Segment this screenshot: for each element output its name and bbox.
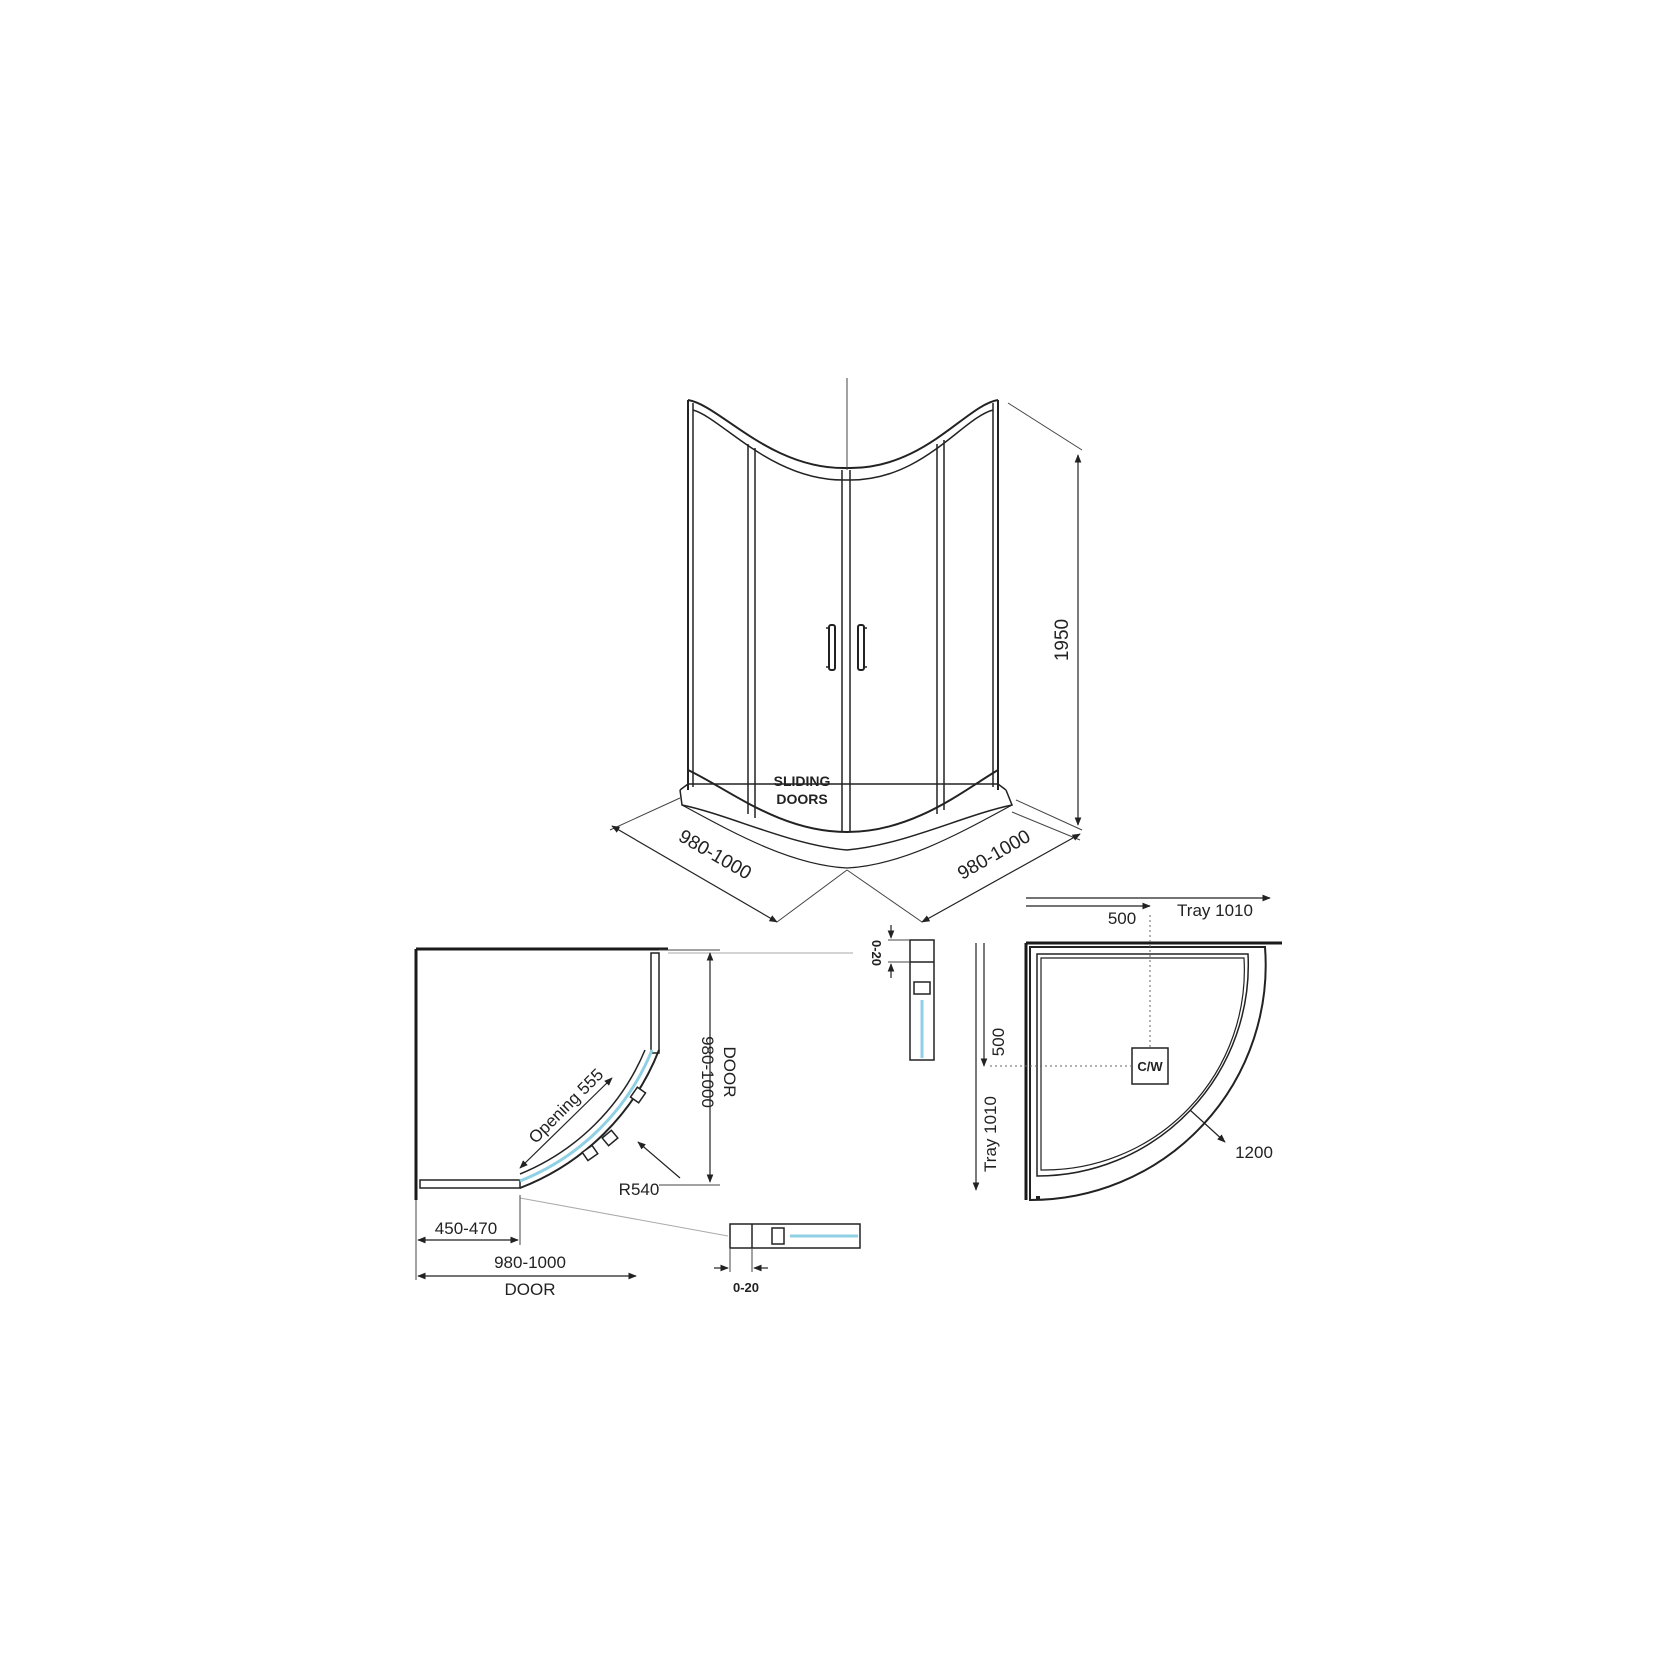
side-door-label: DOOR <box>720 1047 739 1098</box>
top-adjust-dimension: 0-20 <box>869 940 884 966</box>
door-handle-left <box>828 624 836 671</box>
elevation-view: SLIDING DOORS 1950 980-1000 980-1000 <box>609 378 1083 923</box>
waste-label: C/W <box>1137 1059 1163 1074</box>
plan-view: Opening 555 R540 980-1000 DOOR 450-470 9… <box>414 947 853 1299</box>
waste-offset-x-dimension: 500 <box>1108 909 1136 928</box>
top-profile-detail: 0-20 <box>869 925 935 1061</box>
plan-corner-post-top <box>650 952 660 1054</box>
tray-radius-dimension: 1200 <box>1235 1143 1273 1162</box>
sliding-doors-label-1: SLIDING <box>774 773 831 789</box>
tray-plan-view: C/W 500 Tray 1010 500 Tray 1010 1200 <box>972 894 1282 1202</box>
door-handle-right <box>857 624 865 671</box>
width-left-dimension: 980-1000 <box>675 826 755 884</box>
tray-depth-dimension: Tray 1010 <box>981 1096 1000 1172</box>
bottom-profile-detail: 0-20 <box>714 1223 861 1295</box>
width-right-dimension: 980-1000 <box>954 826 1034 884</box>
radius-label: R540 <box>619 1180 660 1199</box>
height-dimension: 1950 <box>1052 619 1073 661</box>
side-range-dimension: 980-1000 <box>698 1036 717 1108</box>
waste-offset-y-dimension: 500 <box>989 1028 1008 1056</box>
plan-corner-post-left <box>419 1179 521 1189</box>
return-range-dimension: 450-470 <box>435 1219 497 1238</box>
bottom-range-dimension: 980-1000 <box>494 1253 566 1272</box>
tray-width-dimension: Tray 1010 <box>1177 901 1253 920</box>
sliding-doors-label-2: DOORS <box>776 791 827 807</box>
bottom-adjust-dimension: 0-20 <box>733 1280 759 1295</box>
bottom-door-label: DOOR <box>505 1280 556 1299</box>
